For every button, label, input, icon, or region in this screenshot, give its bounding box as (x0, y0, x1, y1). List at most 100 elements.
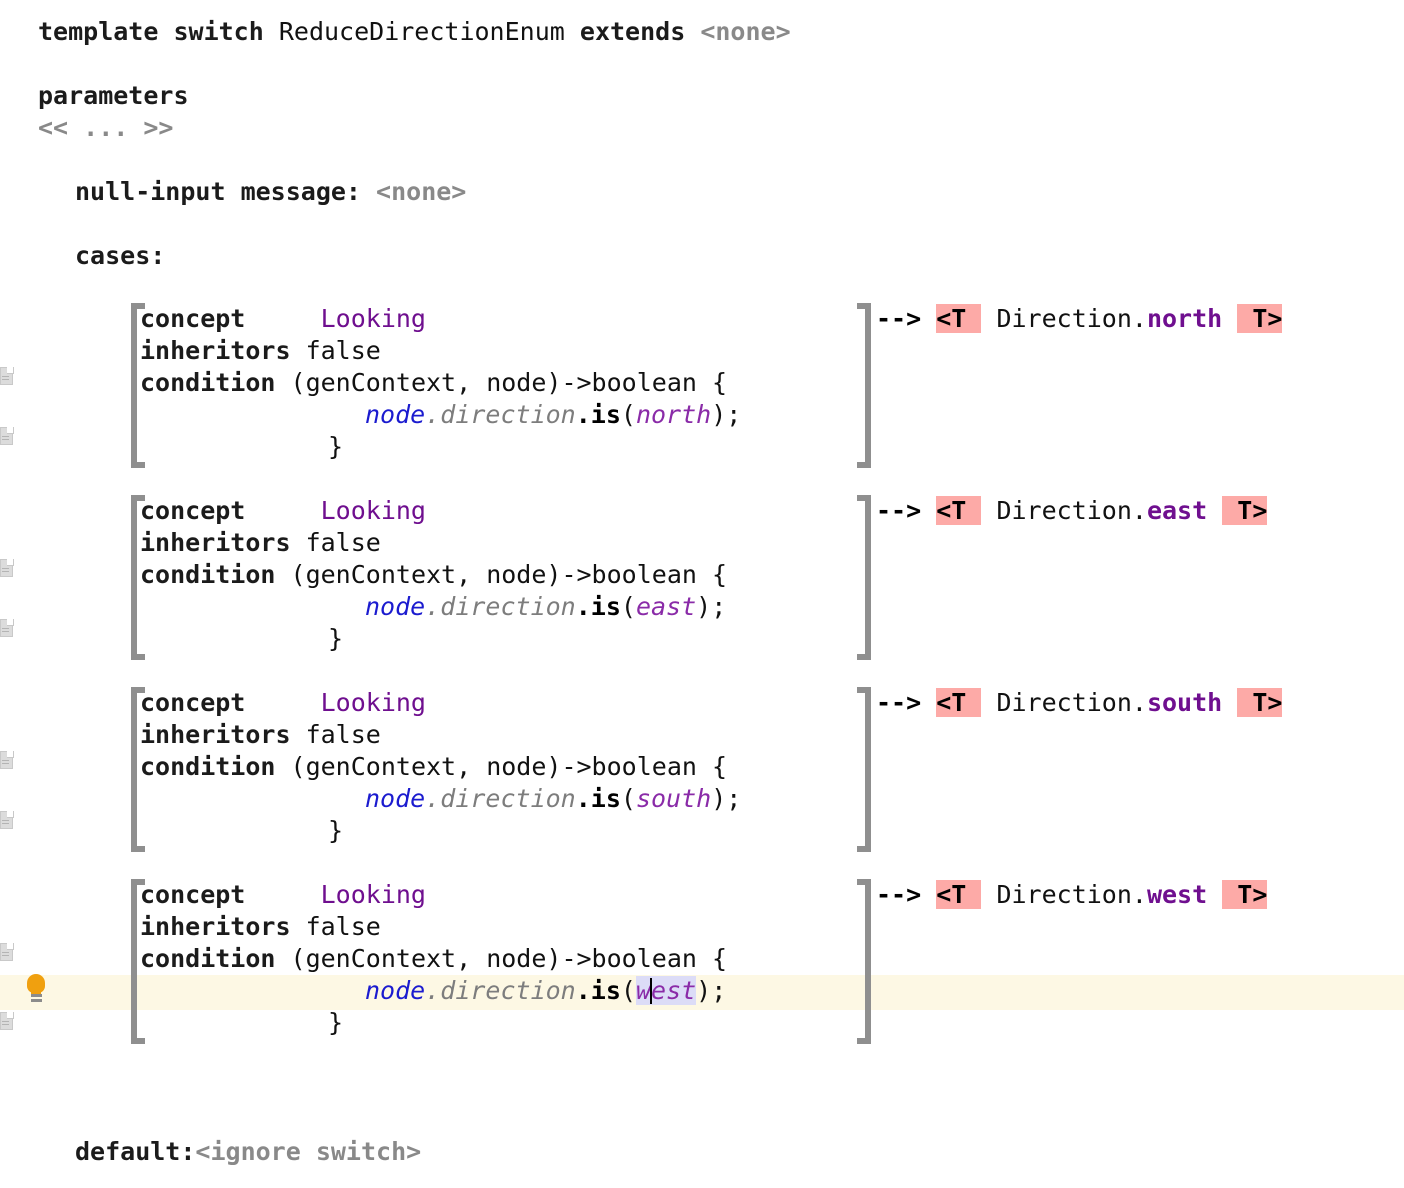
body-property[interactable]: .direction (425, 784, 576, 813)
body-argument[interactable]: south (635, 784, 712, 813)
body-receiver[interactable]: node (365, 592, 426, 621)
body-argument-selected[interactable]: west (635, 976, 697, 1005)
null-input-message-row[interactable]: null-input message: <none> (75, 176, 466, 208)
template-fragment-open[interactable]: <T (936, 304, 982, 333)
enum-qualifier[interactable]: Direction. (996, 304, 1147, 333)
body-method[interactable]: .is (575, 784, 621, 813)
concept-value[interactable]: Looking (320, 304, 426, 333)
condition-body-statement[interactable]: node.direction.is(west); (365, 975, 726, 1007)
inheritors-value[interactable]: false (305, 912, 381, 941)
inheritors-value[interactable]: false (305, 720, 381, 749)
body-argument-after-caret: est (651, 976, 697, 1005)
template-switch-keyword: template switch (38, 17, 264, 46)
bracket-left (131, 303, 145, 468)
case-inheritors-row[interactable]: inheritors false (140, 719, 381, 751)
case-condition-row[interactable]: condition (genContext, node)->boolean { (140, 943, 727, 975)
default-value[interactable]: <ignore switch> (195, 1137, 422, 1166)
condition-signature[interactable]: (genContext, node)->boolean { (290, 368, 728, 397)
page-corner (7, 811, 14, 818)
code-fold-page-icon[interactable] (0, 367, 16, 386)
case-inheritors-row[interactable]: inheritors false (140, 335, 381, 367)
body-property[interactable]: .direction (425, 976, 576, 1005)
reduce-rule-row[interactable]: --> <T Direction.east T> (876, 495, 1268, 527)
template-switch-name[interactable]: ReduceDirectionEnum (278, 17, 565, 46)
code-fold-page-icon[interactable] (0, 751, 16, 770)
template-fragment-close[interactable]: T> (1222, 880, 1268, 909)
open-paren: ( (620, 592, 636, 621)
caret-line-highlight (0, 975, 1404, 1010)
template-fragment-close[interactable]: T> (1222, 496, 1268, 525)
intention-lightbulb-icon[interactable] (24, 973, 50, 1005)
reduce-arrow: --> (876, 880, 922, 909)
condition-body-statement[interactable]: node.direction.is(north); (365, 399, 741, 431)
page-line (2, 763, 9, 764)
inheritors-label: inheritors (140, 912, 291, 941)
code-fold-page-icon[interactable] (0, 811, 16, 830)
body-argument[interactable]: north (635, 400, 712, 429)
template-fragment-open[interactable]: <T (936, 496, 982, 525)
body-receiver[interactable]: node (365, 784, 426, 813)
code-fold-page-icon[interactable] (0, 619, 16, 638)
code-fold-page-icon[interactable] (0, 427, 16, 446)
condition-close-brace: } (328, 1008, 344, 1037)
reduce-rule-row[interactable]: --> <T Direction.north T> (876, 303, 1283, 335)
body-method[interactable]: .is (575, 400, 621, 429)
inheritors-label: inheritors (140, 528, 291, 557)
case-inheritors-row[interactable]: inheritors false (140, 527, 381, 559)
condition-signature[interactable]: (genContext, node)->boolean { (290, 560, 728, 589)
open-paren: ( (620, 976, 636, 1005)
condition-body-statement[interactable]: node.direction.is(east); (365, 591, 726, 623)
case-bracket (131, 495, 871, 660)
concept-value[interactable]: Looking (320, 880, 426, 909)
default-case-row[interactable]: default:<ignore switch> (75, 1136, 421, 1168)
template-fragment-open[interactable]: <T (936, 880, 982, 909)
body-argument[interactable]: east (635, 592, 697, 621)
body-method[interactable]: .is (575, 976, 621, 1005)
condition-signature[interactable]: (genContext, node)->boolean { (290, 752, 728, 781)
case-condition-row[interactable]: condition (genContext, node)->boolean { (140, 367, 727, 399)
body-receiver[interactable]: node (365, 976, 426, 1005)
reduce-rule-row[interactable]: --> <T Direction.west T> (876, 879, 1268, 911)
template-fragment-close[interactable]: T> (1237, 688, 1283, 717)
bracket-right (857, 495, 871, 660)
case-concept-row[interactable]: concept Looking (140, 303, 426, 335)
enum-member[interactable]: west (1146, 880, 1208, 909)
condition-body-statement[interactable]: node.direction.is(south); (365, 783, 741, 815)
enum-member[interactable]: south (1146, 688, 1223, 717)
enum-member[interactable]: east (1146, 496, 1208, 525)
case-condition-row[interactable]: condition (genContext, node)->boolean { (140, 559, 727, 591)
template-fragment-close[interactable]: T> (1237, 304, 1283, 333)
enum-qualifier[interactable]: Direction. (996, 688, 1147, 717)
extends-value[interactable]: <none> (700, 17, 791, 46)
code-fold-page-icon[interactable] (0, 559, 16, 578)
code-fold-page-icon[interactable] (0, 943, 16, 962)
condition-signature[interactable]: (genContext, node)->boolean { (290, 944, 728, 973)
concept-value[interactable]: Looking (320, 688, 426, 717)
parameters-value[interactable]: << ... >> (38, 113, 174, 142)
case-concept-row[interactable]: concept Looking (140, 495, 426, 527)
body-property[interactable]: .direction (425, 400, 576, 429)
case-concept-row[interactable]: concept Looking (140, 879, 426, 911)
enum-member[interactable]: north (1146, 304, 1223, 333)
code-fold-page-icon[interactable] (0, 1012, 16, 1031)
null-input-message-value[interactable]: <none> (376, 177, 467, 206)
concept-value[interactable]: Looking (320, 496, 426, 525)
page-corner (7, 619, 14, 626)
enum-qualifier[interactable]: Direction. (996, 496, 1147, 525)
body-receiver[interactable]: node (365, 400, 426, 429)
template-fragment-open[interactable]: <T (936, 688, 982, 717)
case-condition-row[interactable]: condition (genContext, node)->boolean { (140, 751, 727, 783)
inheritors-label: inheritors (140, 720, 291, 749)
page-line (2, 955, 9, 956)
inheritors-value[interactable]: false (305, 336, 381, 365)
page-line (2, 823, 9, 824)
reduce-rule-row[interactable]: --> <T Direction.south T> (876, 687, 1283, 719)
case-inheritors-row[interactable]: inheritors false (140, 911, 381, 943)
template-switch-declaration[interactable]: template switch ReduceDirectionEnum exte… (38, 16, 791, 48)
case-concept-row[interactable]: concept Looking (140, 687, 426, 719)
body-method[interactable]: .is (575, 592, 621, 621)
page-corner (7, 751, 14, 758)
inheritors-value[interactable]: false (305, 528, 381, 557)
enum-qualifier[interactable]: Direction. (996, 880, 1147, 909)
body-property[interactable]: .direction (425, 592, 576, 621)
